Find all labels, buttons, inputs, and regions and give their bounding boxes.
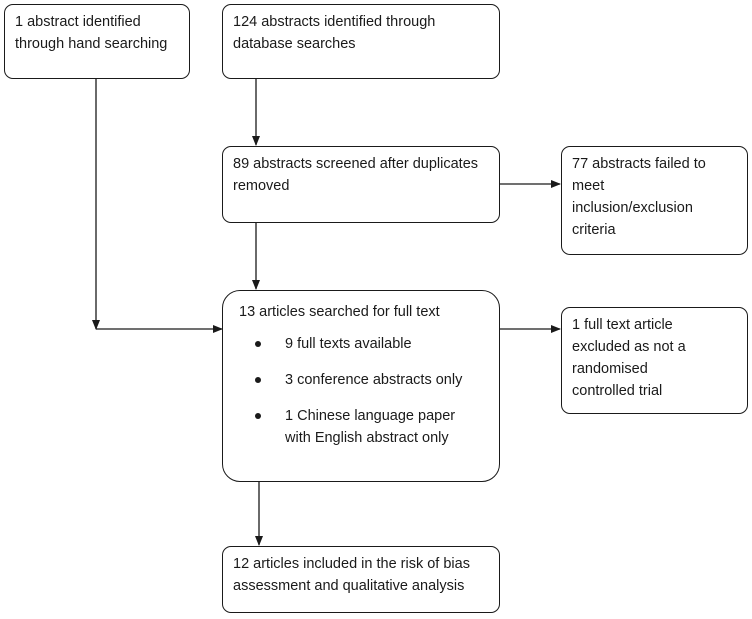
hand-search-text: 1 abstract identified through hand searc… xyxy=(15,14,168,52)
bullet-text: 1 Chinese language paper with English ab… xyxy=(285,408,456,446)
bullet-dot xyxy=(255,341,261,347)
failed-criteria-text-line2: inclusion/exclusion criteria xyxy=(572,200,693,238)
bullet-dot xyxy=(255,413,261,419)
failed-criteria-text-line1: 77 abstracts failed to meet xyxy=(572,156,706,194)
hand-search-box: 1 abstract identified through hand searc… xyxy=(4,4,190,79)
screened-box: 89 abstracts screened after duplicates r… xyxy=(222,146,500,223)
bullet-dot xyxy=(255,377,261,383)
database-search-text: 124 abstracts identified through databas… xyxy=(233,14,436,52)
excluded-text: 1 full text article excluded as not a ra… xyxy=(572,317,686,399)
bullet-text: 9 full texts available xyxy=(285,336,412,352)
full-text-search-title: 13 articles searched for full text xyxy=(239,304,440,320)
included-box: 12 articles included in the risk of bias… xyxy=(222,546,500,613)
bullet-item: 3 conference abstracts only xyxy=(255,369,483,391)
included-text: 12 articles included in the risk of bias… xyxy=(233,556,470,594)
database-search-box: 124 abstracts identified through databas… xyxy=(222,4,500,79)
screened-text: 89 abstracts screened after duplicates r… xyxy=(233,156,479,194)
failed-criteria-box: 77 abstracts failed to meet inclusion/ex… xyxy=(561,146,748,255)
bullet-item: 9 full texts available xyxy=(255,333,483,355)
full-text-search-box: 13 articles searched for full text 9 ful… xyxy=(222,290,500,482)
excluded-box: 1 full text article excluded as not a ra… xyxy=(561,307,748,414)
bullet-item: 1 Chinese language paper with English ab… xyxy=(255,405,483,449)
full-text-search-bullets: 9 full texts available 3 conference abst… xyxy=(239,333,483,449)
bullet-text: 3 conference abstracts only xyxy=(285,372,463,388)
